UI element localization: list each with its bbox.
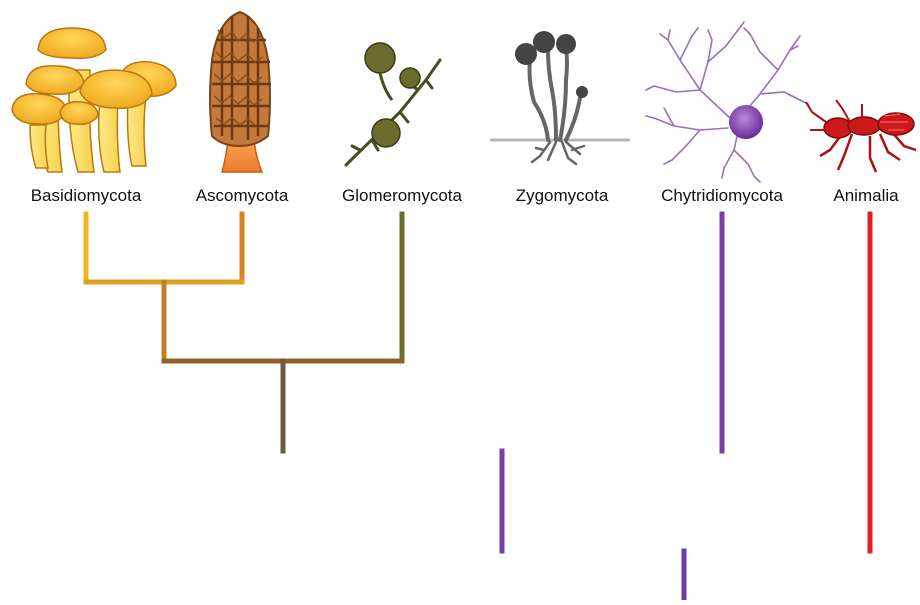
morel-icon bbox=[210, 12, 271, 172]
label-basidiomycota: Basidiomycota bbox=[1, 186, 171, 206]
tree-branches bbox=[86, 214, 870, 600]
label-glomeromycota: Glomeromycota bbox=[317, 186, 487, 206]
label-zygomycota: Zygomycota bbox=[477, 186, 647, 206]
bread-mold-icon bbox=[490, 31, 630, 164]
mushroom-cluster-icon bbox=[12, 28, 176, 172]
label-animalia: Animalia bbox=[781, 186, 920, 206]
arbuscular-fungus-icon bbox=[346, 43, 440, 165]
label-ascomycota: Ascomycota bbox=[157, 186, 327, 206]
ant-icon bbox=[806, 100, 916, 172]
chytrid-icon bbox=[646, 22, 808, 182]
